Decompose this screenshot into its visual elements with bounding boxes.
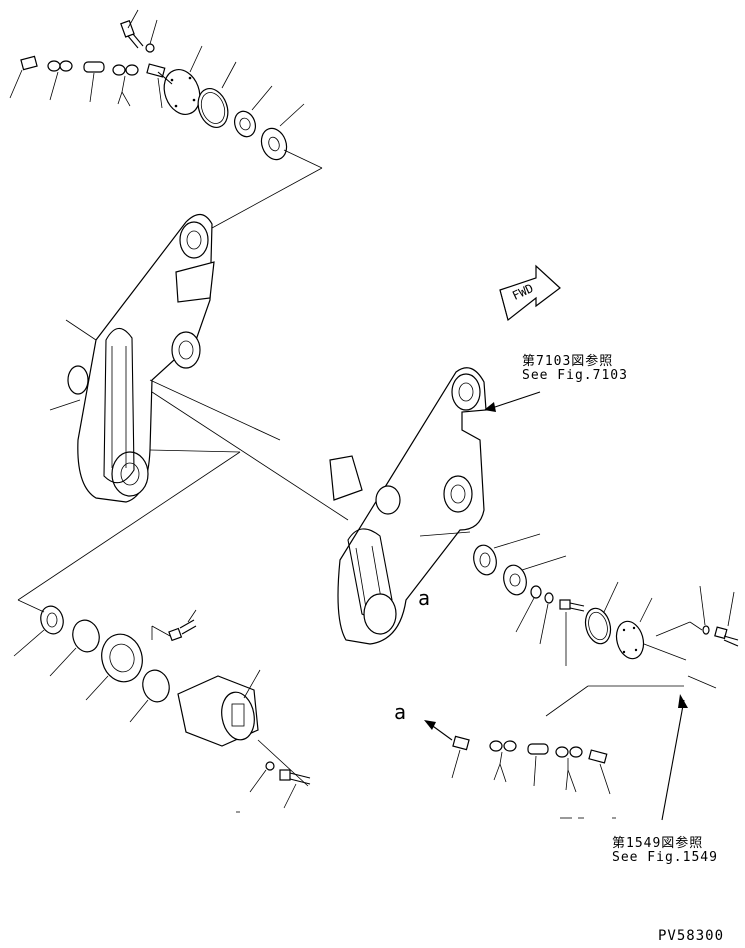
left-chain-case — [49, 167, 349, 521]
fwd-arrow — [499, 264, 561, 322]
right-side-parts — [473, 533, 739, 689]
top-washer — [145, 19, 158, 53]
top-bearing — [234, 85, 273, 138]
bottom-clamps-2 — [555, 746, 583, 793]
top-clamps-2 — [112, 64, 139, 107]
right-bearing — [503, 555, 567, 596]
right-chain-case — [329, 367, 541, 645]
top-fitting-1 — [9, 55, 38, 99]
bottom-right-fittings — [424, 685, 688, 821]
top-parts-group — [9, 9, 323, 169]
fig7103-reference-en: See Fig.7103 — [522, 368, 628, 383]
bottom-o-ring-2 — [129, 669, 170, 723]
bottom-clamps-1 — [489, 740, 517, 783]
bottom-bolt-2 — [279, 769, 311, 809]
top-bolt — [120, 9, 144, 49]
bottom-bearing — [13, 605, 64, 657]
top-cover-plate — [157, 45, 203, 115]
fig1549-reference-jp: 第1549図参照 — [612, 836, 704, 851]
top-sprocket — [260, 103, 323, 169]
elbow-fitting — [424, 720, 470, 779]
bottom-o-ring-1 — [49, 619, 100, 677]
right-bolt — [559, 599, 585, 666]
right-sprocket — [473, 533, 541, 576]
bottom-washer — [249, 761, 275, 793]
right-gasket — [584, 581, 619, 645]
right-snap-ring — [515, 585, 542, 633]
bottom-left-parts — [13, 451, 311, 813]
top-clamps-1 — [47, 60, 73, 101]
marker-a-2: a — [394, 700, 407, 724]
bottom-nut — [85, 633, 143, 701]
drive-motor — [177, 669, 309, 787]
bottom-nipple — [588, 749, 611, 795]
fig7103-reference-jp: 第7103図参照 — [522, 354, 614, 369]
right-cover-plate — [615, 597, 717, 689]
drawing-number: PV58300 — [658, 928, 725, 944]
fig1549-reference-en: See Fig.1549 — [612, 850, 718, 865]
bottom-spacer — [527, 743, 549, 787]
bottom-bolt — [151, 609, 197, 642]
right-bolt-2 — [714, 591, 739, 647]
right-washer-2 — [699, 585, 710, 635]
top-spacer — [83, 61, 105, 103]
right-washer — [539, 592, 554, 645]
top-gasket — [197, 61, 237, 128]
marker-a-1: a — [418, 586, 431, 610]
top-nipple — [146, 63, 166, 109]
